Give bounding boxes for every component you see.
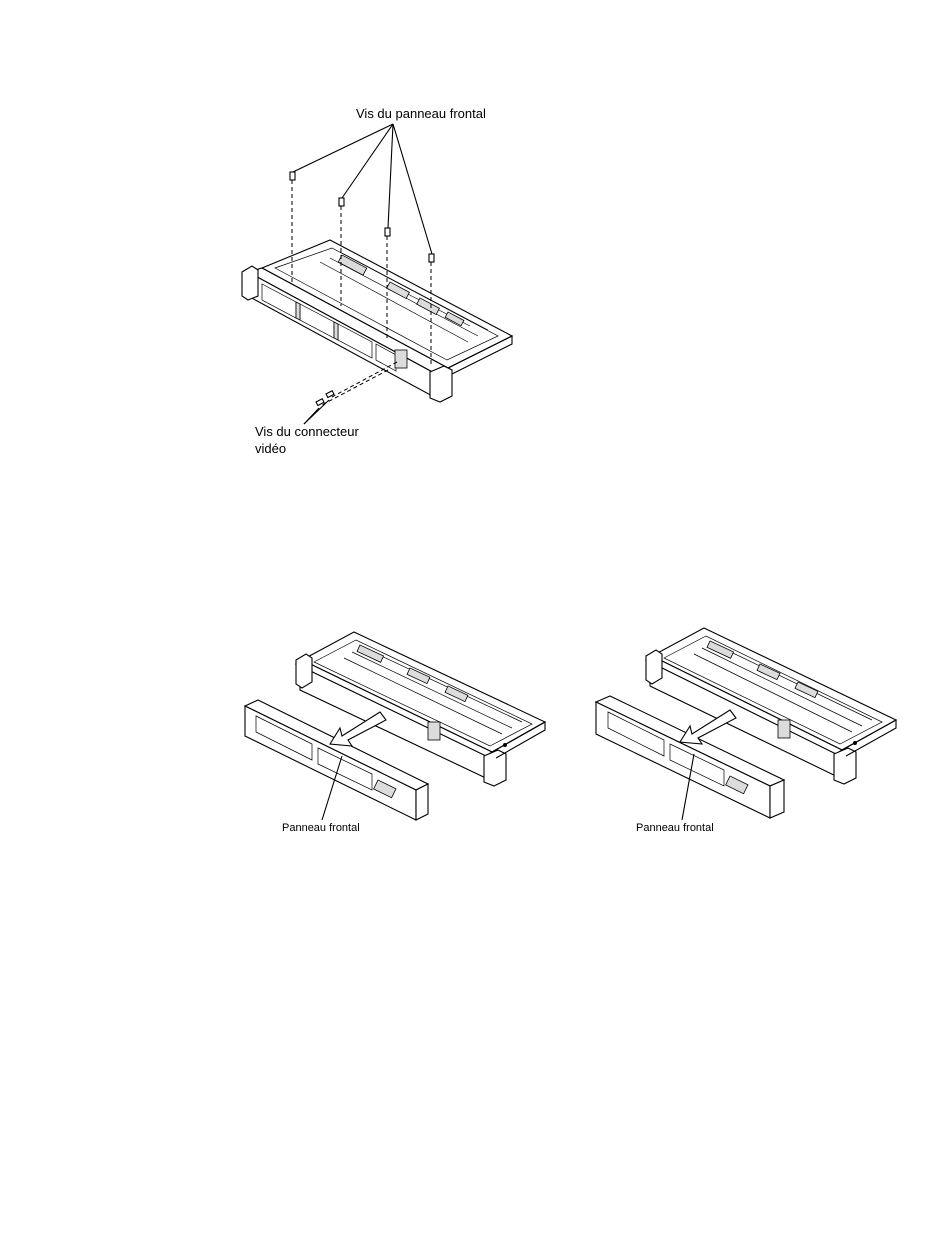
front-bezel-label-left: Panneau frontal [282, 822, 360, 835]
front-bezel-left [245, 700, 428, 820]
bezel-removal-diagram [0, 0, 950, 860]
right-variant [596, 628, 896, 820]
front-bezel-label-right: Panneau frontal [636, 822, 714, 835]
left-variant [245, 632, 545, 820]
arrow-icon [680, 710, 736, 744]
